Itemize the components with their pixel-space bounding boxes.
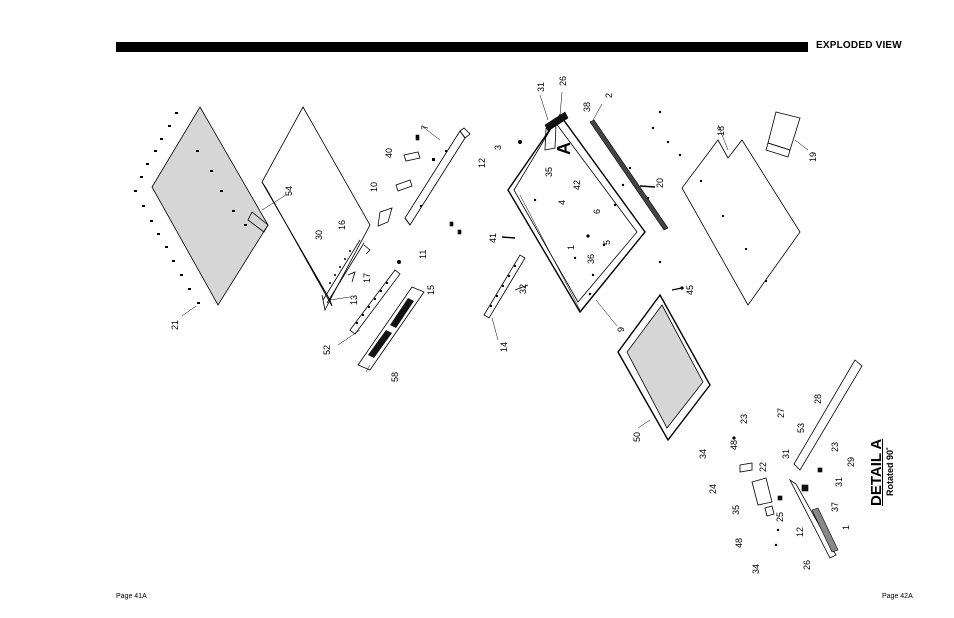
callout-52: 52 — [322, 345, 332, 355]
callout-4: 4 — [557, 200, 567, 205]
callout-9: 9 — [616, 327, 626, 332]
callout-14: 14 — [499, 342, 509, 352]
callout-2: 2 — [604, 93, 614, 98]
part-19-bracket — [765, 111, 801, 158]
callout-41: 41 — [488, 233, 498, 243]
callout-27: 27 — [776, 408, 786, 418]
callout-31: 31 — [536, 82, 546, 92]
callout-3: 3 — [493, 145, 503, 150]
callout-23: 23 — [830, 442, 840, 452]
page-number-right: Page 42A — [882, 593, 913, 600]
callout-5: 5 — [602, 240, 612, 245]
callout-17: 17 — [362, 273, 372, 283]
callout-53: 53 — [796, 423, 806, 433]
detail-a-assembly — [732, 359, 863, 559]
part-45-screw — [671, 286, 684, 291]
section-title: EXPLODED VIEW — [816, 40, 902, 51]
detail-subtitle: Rotated 90˚ — [885, 446, 895, 496]
callout-35: 35 — [544, 167, 554, 177]
callout-18: 18 — [716, 126, 726, 136]
callout-31: 31 — [781, 449, 791, 459]
callout-11: 11 — [418, 250, 428, 259]
leader-lines — [181, 91, 809, 429]
part-54-panel — [261, 106, 371, 312]
callout-1: 1 — [566, 245, 576, 250]
callout-23: 23 — [739, 414, 749, 424]
callout-1: 1 — [841, 525, 851, 530]
callout-layer: 2154301613175240710111215583126382335424… — [170, 76, 856, 574]
callout-35: 35 — [731, 505, 741, 515]
callout-7: 7 — [420, 125, 430, 130]
callout-13: 13 — [349, 295, 359, 305]
part-21-back-panel — [134, 106, 269, 306]
header-bar — [116, 42, 808, 52]
page-number-left: Page 41A — [116, 593, 147, 600]
callout-54: 54 — [284, 186, 294, 196]
callout-10: 10 — [369, 182, 379, 192]
part-52-channel — [349, 269, 401, 335]
callout-45: 45 — [685, 285, 695, 295]
callout-6: 6 — [592, 209, 602, 214]
callout-29: 29 — [846, 457, 856, 467]
callout-58: 58 — [390, 372, 400, 382]
part-50-screen — [617, 293, 711, 442]
callout-16: 16 — [337, 220, 347, 230]
part-18-panel — [681, 139, 801, 306]
callout-28: 28 — [813, 394, 823, 404]
callout-26: 26 — [558, 76, 568, 86]
part-13-strip — [322, 239, 365, 304]
part-2-bar — [589, 119, 669, 231]
callout-30: 30 — [314, 230, 324, 240]
callout-26: 26 — [802, 560, 812, 570]
detail-a-title-block: DETAIL A Rotated 90˚ — [868, 439, 895, 506]
scattered-screws — [518, 110, 682, 296]
callout-36: 36 — [586, 254, 596, 264]
callout-38: 38 — [582, 102, 592, 112]
callout-50: 50 — [632, 432, 642, 442]
callout-20: 20 — [655, 178, 665, 188]
part-1-frame — [507, 111, 646, 314]
callout-40: 40 — [384, 148, 394, 158]
callout-48: 48 — [734, 538, 744, 548]
callout-12: 12 — [795, 527, 805, 537]
part-58-grille — [357, 286, 425, 371]
part-20-pin — [639, 185, 656, 188]
part-40-10-brackets — [377, 134, 462, 235]
callout-42: 42 — [572, 180, 582, 190]
callout-22: 22 — [758, 462, 768, 472]
detail-title: DETAIL A — [868, 438, 885, 506]
callout-31: 31 — [834, 477, 844, 487]
callout-37: 37 — [830, 502, 840, 512]
callout-21: 21 — [170, 320, 180, 330]
callout-12: 12 — [477, 158, 487, 168]
part-41-rod — [501, 236, 516, 239]
callout-48: 48 — [729, 440, 739, 450]
part-17-clips — [347, 244, 401, 283]
callout-25: 25 — [775, 512, 785, 522]
detail-marker-a: A — [554, 142, 574, 155]
callout-32: 32 — [518, 284, 528, 294]
callout-34: 34 — [751, 564, 761, 574]
callout-15: 15 — [426, 285, 436, 295]
callout-34: 34 — [698, 449, 708, 459]
callout-24: 24 — [708, 484, 718, 494]
part-7-plate — [404, 127, 471, 226]
part-14-strip — [483, 254, 529, 319]
callout-19: 19 — [808, 152, 818, 162]
